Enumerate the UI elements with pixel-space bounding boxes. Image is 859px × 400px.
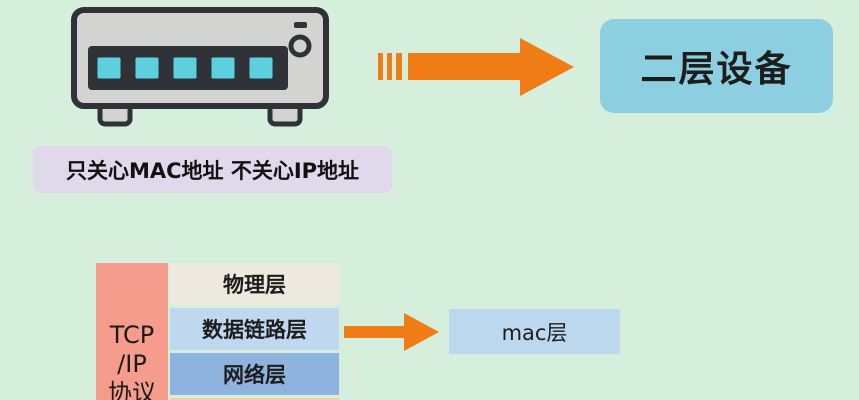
arrow-dash-1 — [378, 53, 383, 80]
layer-network: 网络层 — [170, 353, 339, 395]
ethernet-port-icon — [170, 54, 200, 82]
tcpip-line-3: 协议 — [108, 379, 156, 400]
ethernet-port-icon — [246, 54, 276, 82]
tcpip-protocol-label: TCP /IP 协议 — [96, 321, 168, 400]
layer2-device-label: 二层设备 — [640, 49, 793, 90]
arrow-shaft — [408, 53, 526, 80]
layer-network-label: 网络层 — [223, 363, 286, 387]
mac-layer-box: mac层 — [449, 309, 620, 354]
layer-physical-label: 物理层 — [223, 273, 286, 297]
layer2-device-box: 二层设备 — [600, 19, 833, 113]
power-button-icon — [288, 34, 312, 58]
device-ports — [94, 54, 276, 82]
tcpip-line-1: TCP — [109, 321, 155, 349]
power-led-icon — [294, 22, 307, 28]
arrow-right-icon — [378, 38, 574, 96]
arrow-dash-2 — [387, 53, 392, 80]
arrow-right-icon — [344, 313, 439, 351]
arrow-head — [520, 38, 574, 96]
ethernet-port-icon — [132, 54, 162, 82]
mac-layer-label: mac层 — [501, 320, 568, 345]
tcpip-protocol-column: TCP /IP 协议 — [96, 263, 168, 400]
layer-next-cropped — [170, 398, 339, 400]
arrow-shaft — [344, 326, 410, 338]
mac-only-caption-text: 只关心MAC地址 不关心IP地址 — [65, 158, 360, 183]
ethernet-port-icon — [208, 54, 238, 82]
layer-data-link-label: 数据链路层 — [202, 318, 307, 342]
arrow-head — [404, 313, 439, 351]
ethernet-port-icon — [94, 54, 124, 82]
tcpip-line-2: /IP — [117, 350, 147, 378]
layer-data-link: 数据链路层 — [170, 308, 339, 350]
switch-device-icon — [71, 7, 329, 127]
layer-physical: 物理层 — [170, 263, 339, 305]
mac-only-caption-box: 只关心MAC地址 不关心IP地址 — [33, 146, 392, 193]
arrow-dash-3 — [396, 53, 402, 80]
